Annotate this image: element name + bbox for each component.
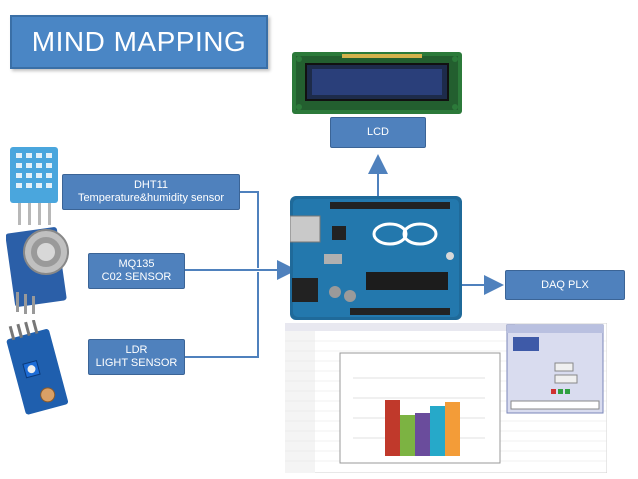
dht11-subtitle: Temperature&humidity sensor [77,192,225,204]
mq135-node: MQ135 C02 SENSOR [88,253,185,289]
ldr-node: LDR LIGHT SENSOR [88,339,185,375]
mq135-subtitle: C02 SENSOR [101,271,172,283]
ldr-sensor-photo [6,320,69,415]
dht11-node: DHT11 Temperature&humidity sensor [62,174,240,210]
dht11-sensor-photo [10,147,58,225]
plx-daq-excel-screenshot [285,323,607,473]
mq135-sensor-photo [6,227,69,314]
arduino-uno-board-photo [290,196,462,320]
dht11-connector [240,191,259,268]
page-title: MIND MAPPING [10,15,268,69]
dht11-title: DHT11 [133,179,169,191]
lcd-display-photo [292,52,462,114]
daq-plx-node: DAQ PLX [505,270,625,300]
ldr-subtitle: LIGHT SENSOR [95,357,178,369]
lcd-label: LCD [366,126,389,138]
mq135-title: MQ135 [118,258,155,270]
daq-plx-label: DAQ PLX [541,278,589,291]
lcd-node: LCD [330,117,426,148]
ldr-connector [185,272,259,358]
ldr-title: LDR [125,344,148,356]
